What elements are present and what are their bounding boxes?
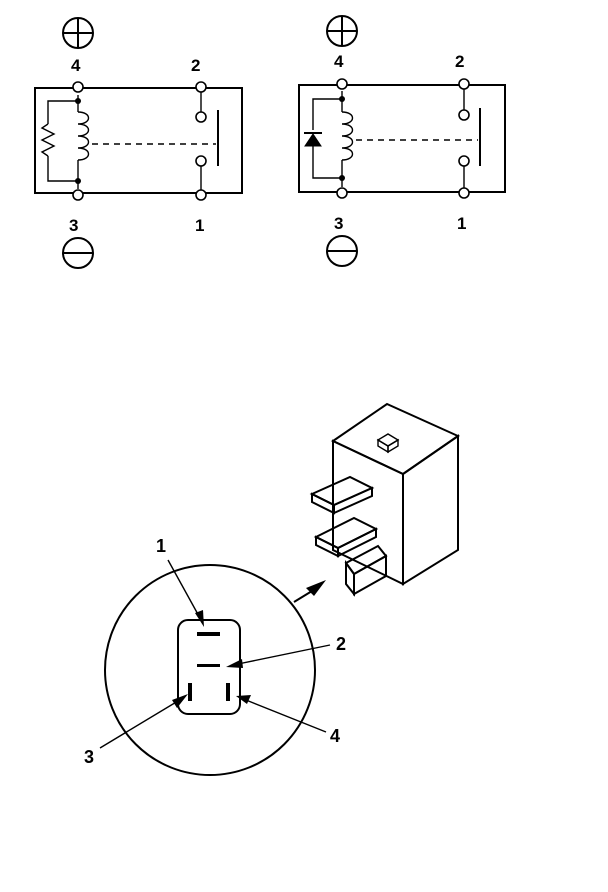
- slot-2: [197, 664, 220, 667]
- detail-circle: [104, 564, 316, 776]
- connector-detail: 1 2 3 4: [84, 536, 346, 776]
- terminal-4: [336, 78, 348, 90]
- positive-symbol-icon: [326, 15, 358, 47]
- relay-schematic-diode: 4 2 3 1: [298, 15, 506, 267]
- terminal-label-3: 3: [69, 216, 78, 235]
- terminal-4: [72, 81, 84, 93]
- terminal-label-3: 3: [334, 214, 343, 233]
- slot-1: [197, 632, 220, 636]
- arrow-icon: [306, 580, 326, 596]
- positive-symbol-icon: [62, 17, 94, 49]
- relay-top-tab: [376, 433, 400, 454]
- callout-label-2: 2: [336, 634, 346, 654]
- relay-body-3d: [293, 402, 461, 603]
- negative-symbol-icon: [62, 237, 94, 269]
- arrow-icon: [195, 610, 204, 627]
- terminal-label-1: 1: [195, 216, 204, 235]
- relay-schematic-resistor: 4 2 3 1: [34, 17, 243, 269]
- terminal-2: [458, 78, 470, 90]
- relay-pin: [309, 475, 375, 515]
- resistor-icon: [40, 123, 56, 157]
- coil-icon: [77, 111, 90, 161]
- coil-icon: [341, 111, 354, 161]
- diode-icon: [304, 132, 322, 147]
- relay-housing: [298, 84, 506, 193]
- terminal-label-2: 2: [455, 52, 464, 71]
- terminal-label-1: 1: [457, 214, 466, 233]
- terminal-1: [458, 187, 470, 199]
- terminal-3: [336, 187, 348, 199]
- terminal-2: [195, 81, 207, 93]
- terminal-1: [195, 189, 207, 201]
- terminal-label-2: 2: [191, 56, 200, 75]
- relay-housing: [34, 87, 243, 194]
- arrow-icon: [236, 695, 251, 704]
- callout-label-4: 4: [330, 726, 340, 746]
- terminal-label-4: 4: [334, 52, 344, 71]
- negative-symbol-icon: [326, 235, 358, 267]
- relay-pin: [344, 544, 388, 597]
- callout-label-1: 1: [156, 536, 166, 556]
- terminal-3: [72, 189, 84, 201]
- relay-pin: [313, 516, 379, 558]
- slot-3: [188, 683, 192, 701]
- slot-4: [226, 683, 230, 701]
- arrow-icon: [226, 659, 243, 668]
- arrow-icon: [172, 694, 188, 708]
- terminal-label-4: 4: [71, 56, 81, 75]
- callout-label-3: 3: [84, 747, 94, 767]
